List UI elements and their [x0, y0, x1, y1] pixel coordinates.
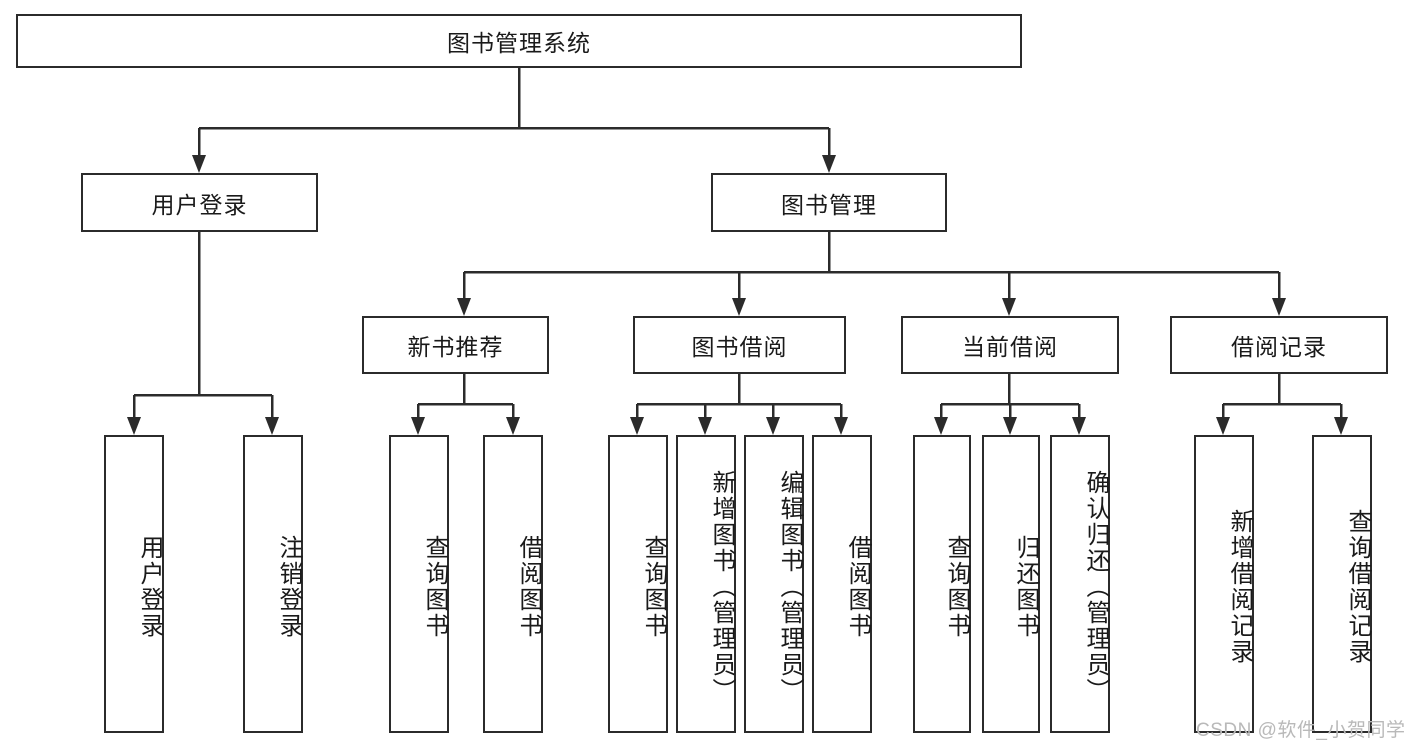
leaf-user-logout[interactable]: 注销登录 — [243, 435, 303, 733]
leaf-query-book-1[interactable]: 查询图书 — [389, 435, 449, 733]
leaf-query-book-3[interactable]: 查询图书 — [913, 435, 971, 733]
node-new-book-recommend[interactable]: 新书推荐 — [362, 316, 549, 374]
leaf-query-borrow-record-label: 查询借阅记录 — [1344, 509, 1371, 665]
csdn-watermark: CSDN @软件_小贺同学 — [1196, 720, 1405, 741]
leaf-return-book[interactable]: 归还图书 — [982, 435, 1040, 733]
leaf-confirm-return[interactable]: 确认归还（管理员） — [1050, 435, 1110, 733]
leaf-user-logout-label: 注销登录 — [275, 535, 302, 639]
node-book-borrow-label: 图书借阅 — [691, 334, 788, 360]
node-root[interactable]: 图书管理系统 — [16, 14, 1022, 68]
leaf-query-book-1-label: 查询图书 — [421, 535, 448, 639]
leaf-borrow-book-1-label: 借阅图书 — [515, 535, 542, 639]
node-current-borrow-label: 当前借阅 — [962, 334, 1058, 360]
leaf-edit-book[interactable]: 编辑图书（管理员） — [744, 435, 804, 733]
node-book-manage-label: 图书管理 — [781, 191, 877, 218]
node-new-book-recommend-label: 新书推荐 — [407, 334, 504, 360]
leaf-add-borrow-record-label: 新增借阅记录 — [1226, 509, 1253, 665]
leaf-borrow-book-2[interactable]: 借阅图书 — [812, 435, 872, 733]
leaf-borrow-book-1[interactable]: 借阅图书 — [483, 435, 543, 733]
leaf-query-borrow-record[interactable]: 查询借阅记录 — [1312, 435, 1372, 733]
leaf-query-book-2[interactable]: 查询图书 — [608, 435, 668, 733]
leaf-edit-book-label: 编辑图书（管理员） — [776, 470, 803, 704]
leaf-user-login[interactable]: 用户登录 — [104, 435, 164, 733]
leaf-borrow-book-2-label: 借阅图书 — [844, 535, 871, 639]
leaf-return-book-label: 归还图书 — [1012, 535, 1039, 639]
leaf-add-book-label: 新增图书（管理员） — [708, 470, 735, 704]
leaf-confirm-return-label: 确认归还（管理员） — [1082, 470, 1109, 704]
leaf-query-book-2-label: 查询图书 — [640, 535, 667, 639]
node-user-login-label: 用户登录 — [151, 191, 248, 218]
leaf-add-book[interactable]: 新增图书（管理员） — [676, 435, 736, 733]
node-borrow-record-label: 借阅记录 — [1231, 334, 1327, 360]
leaf-query-book-3-label: 查询图书 — [943, 535, 970, 639]
leaf-user-login-label: 用户登录 — [136, 535, 163, 639]
node-borrow-record[interactable]: 借阅记录 — [1170, 316, 1388, 374]
node-current-borrow[interactable]: 当前借阅 — [901, 316, 1119, 374]
leaf-add-borrow-record[interactable]: 新增借阅记录 — [1194, 435, 1254, 733]
node-book-borrow[interactable]: 图书借阅 — [633, 316, 846, 374]
node-book-manage[interactable]: 图书管理 — [711, 173, 947, 232]
node-user-login[interactable]: 用户登录 — [81, 173, 318, 232]
node-root-label: 图书管理系统 — [447, 30, 591, 56]
